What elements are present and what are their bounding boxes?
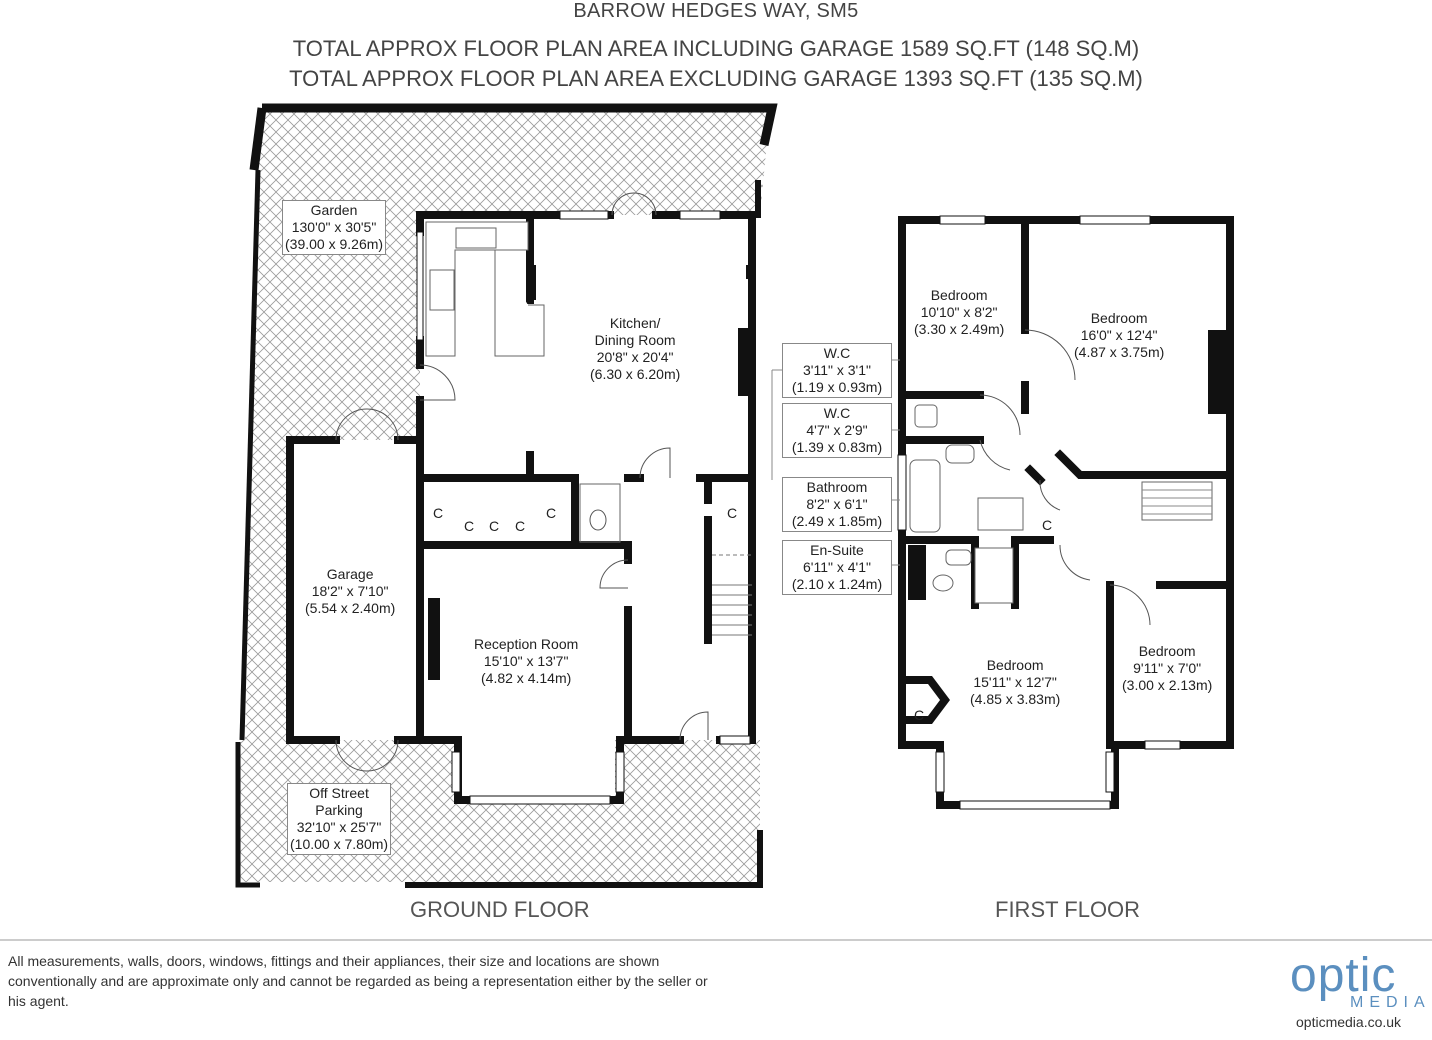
first-floor-title: FIRST FLOOR bbox=[995, 897, 1141, 922]
cupboard-marker: C bbox=[1042, 517, 1053, 533]
cupboard-marker: C bbox=[546, 505, 557, 521]
cupboard-marker: C bbox=[489, 518, 500, 534]
ground-floor-title: GROUND FLOOR bbox=[410, 897, 590, 922]
garden-area bbox=[245, 110, 770, 740]
cupboard-marker: C bbox=[464, 518, 475, 534]
first-floor-details bbox=[0, 215, 1432, 941]
bedroom-1-label: Bedroom 10'10" x 8'2" (3.30 x 2.49m) bbox=[914, 287, 1005, 337]
optic-media-logo: optic MEDIA opticmedia.co.uk bbox=[1290, 949, 1431, 1031]
first-floor-plan bbox=[898, 216, 1234, 809]
address-title: BARROW HEDGES WAY, SM5 bbox=[573, 0, 859, 22]
cupboard-marker: C bbox=[914, 707, 925, 723]
reception-room-label: Reception Room 15'10" x 13'7" (4.82 x 4.… bbox=[474, 636, 579, 686]
disclaimer: All measurements, walls, doors, windows,… bbox=[8, 953, 708, 1009]
kitchen-dining-label: Kitchen/ Dining Room 20'8" x 20'4" (6.30… bbox=[590, 315, 681, 382]
bedroom-3-label: Bedroom 15'11" x 12'7" (4.85 x 3.83m) bbox=[970, 657, 1061, 707]
logo-subtitle: MEDIA bbox=[1350, 994, 1431, 1011]
bathroom-label: Bathroom 8'2" x 6'1" (2.49 x 1.85m) bbox=[782, 477, 892, 532]
cupboard-marker: C bbox=[515, 518, 526, 534]
wc-1-label: W.C 3'11" x 3'1" (1.19 x 0.93m) bbox=[782, 343, 892, 398]
wc-2-label: W.C 4'7" x 2'9" (1.39 x 0.83m) bbox=[782, 403, 892, 458]
logo-url: opticmedia.co.uk bbox=[1296, 1014, 1402, 1030]
ensuite-label: En-Suite 6'11" x 4'1" (2.10 x 1.24m) bbox=[782, 540, 892, 595]
parking-label: Off Street Parking 32'10" x 25'7" (10.00… bbox=[287, 783, 392, 855]
garage-label: Garage 18'2" x 7'10" (5.54 x 2.40m) bbox=[305, 566, 396, 616]
area-including-garage: TOTAL APPROX FLOOR PLAN AREA INCLUDING G… bbox=[292, 36, 1140, 61]
cupboard-marker: C bbox=[433, 505, 444, 521]
area-excluding-garage: TOTAL APPROX FLOOR PLAN AREA EXCLUDING G… bbox=[289, 66, 1143, 91]
logo-wordmark: optic bbox=[1290, 949, 1397, 1002]
garden-label: Garden 130'0" x 30'5" (39.00 x 9.26m) bbox=[282, 200, 387, 255]
bedroom-4-label: Bedroom 9'11" x 7'0" (3.00 x 2.13m) bbox=[1122, 643, 1213, 693]
bedroom-2-label: Bedroom 16'0" x 12'4" (4.87 x 3.75m) bbox=[1074, 310, 1165, 360]
cupboard-marker: C bbox=[727, 505, 738, 521]
